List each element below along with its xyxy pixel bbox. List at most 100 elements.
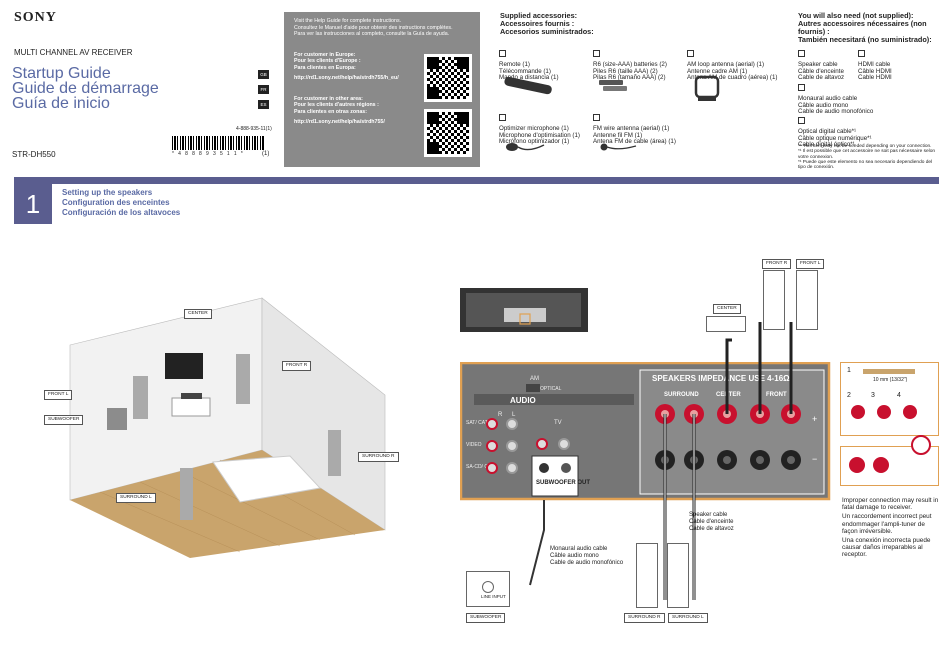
- other-heading-fr: Pour les clients d'autres régions :: [294, 102, 379, 108]
- part-number: 4-888-935-11(1): [236, 126, 272, 132]
- microphone-icon: [506, 143, 545, 151]
- diagram-label-center: CENTER: [713, 304, 741, 314]
- help-guide-box: Visit the Help Guide for complete instru…: [284, 12, 480, 167]
- audio-l-label: L: [512, 412, 516, 418]
- surround-l-speaker-icon: [180, 468, 193, 520]
- checkbox-icon[interactable]: [798, 117, 805, 124]
- video-label: VIDEO: [466, 442, 482, 448]
- speaker-cable-caption: Speaker cable Câble d'enceinte Cable de …: [689, 512, 734, 532]
- diagram-label-surround-l: SURROUND L: [668, 613, 708, 623]
- sa-cd-label: SA-CD/ CD: [466, 464, 492, 470]
- audio-label: AUDIO: [510, 396, 536, 405]
- product-type: MULTI CHANNEL AV RECEIVER: [14, 48, 133, 57]
- audio-r-label: R: [498, 412, 503, 418]
- needed-footnotes: *¹ This item may not be needed depending…: [798, 144, 936, 171]
- prohibited-icon: [911, 435, 931, 455]
- help-intro-es: Para ver las instrucciones al completo, …: [294, 31, 450, 37]
- checkbox-icon[interactable]: [858, 50, 865, 57]
- checkbox-icon[interactable]: [499, 114, 506, 121]
- line-input-label: LINE INPUT: [481, 594, 506, 599]
- wire-prep-box: 1 10 mm (13/32") 2 3 4: [840, 362, 939, 436]
- checkbox-icon[interactable]: [593, 50, 600, 57]
- help-intro-fr: Consultez le Manuel d'aide pour obtenir …: [294, 24, 453, 31]
- improper-connection-box: [840, 435, 939, 486]
- tv-icon: [165, 353, 203, 379]
- remote-icon: [504, 76, 552, 95]
- accessory-am-antenna: AM loop antenna (aerial) (1) Antenne cad…: [687, 44, 787, 82]
- other-heading-es: Para clientes en otras zonas:: [294, 108, 368, 115]
- front-l-speaker-icon: [133, 376, 148, 419]
- terminal-insert-icon: [877, 405, 891, 419]
- checkbox-icon[interactable]: [593, 114, 600, 121]
- diagram-label-front-r: FRONT R: [762, 259, 792, 269]
- wire-step-2: 2: [847, 392, 851, 399]
- checkbox-icon[interactable]: [798, 50, 805, 57]
- front-r-speaker-icon: [236, 354, 250, 404]
- accessory-batteries: R6 (size-AAA) batteries (2) Piles R6 (ta…: [593, 44, 685, 82]
- needed-hdmi-cable: HDMI cable Câble HDMI Cable HDMI: [858, 44, 938, 82]
- sofa-icon: [212, 455, 321, 503]
- tv-stand: [171, 397, 211, 417]
- accessory-remote: Remote (1) Télécommande (1) Mando a dist…: [499, 44, 589, 82]
- speaker-wires: [529, 322, 793, 600]
- lang-badge-es: ES: [258, 100, 269, 109]
- step-bar: [14, 177, 939, 184]
- barcode: [172, 136, 264, 150]
- title-es: Guía de inicio: [12, 95, 110, 112]
- subwoofer-out-label: SUBWOOFER OUT: [536, 480, 590, 486]
- room-label-center: CENTER: [184, 309, 212, 319]
- diagram-label-front-l: FRONT L: [796, 259, 825, 269]
- help-intro-en: Visit the Help Guide for complete instru…: [294, 18, 402, 24]
- step-number: 1: [14, 184, 52, 224]
- center-speaker-box: [706, 316, 746, 332]
- barcode-number: * 4 8 8 8 9 3 5 1 1 *: [172, 151, 245, 157]
- terminal-tighten-icon: [903, 405, 917, 419]
- front-r-speaker-box: [763, 270, 785, 330]
- surround-r-speaker-box: [636, 543, 658, 608]
- floor: [70, 450, 385, 558]
- am-label: AM: [530, 376, 539, 382]
- room-label-surround-l: SURROUND L: [116, 493, 156, 503]
- strip-length: 10 mm (13/32"): [873, 377, 908, 383]
- room-label-front-r: FRONT R: [282, 361, 312, 371]
- needed-heading: You will also need (not supplied): Autre…: [798, 11, 932, 44]
- europe-heading-es: Para clientes en Europa:: [294, 64, 356, 71]
- europe-heading-fr: Pour les clients d'Europe :: [294, 58, 361, 64]
- revision: (1): [262, 151, 270, 157]
- checkbox-icon[interactable]: [687, 50, 694, 57]
- title-en: Startup Guide: [12, 65, 111, 82]
- other-heading-en: For customer in other area:: [294, 95, 363, 102]
- wire-step-1: 1: [847, 367, 851, 374]
- model-number: STR-DH550: [12, 150, 56, 159]
- terminal-loosen-icon: [851, 405, 865, 419]
- wrong-terminal-icon-2: [873, 457, 889, 473]
- surround-l-speaker-box: [667, 543, 689, 608]
- qr-code-other[interactable]: [424, 109, 472, 157]
- accessory-fm-antenna: FM wire antenna (aerial) (1) Antenne fil…: [593, 108, 689, 146]
- supplied-heading: Supplied accessories: Accessoires fourni…: [500, 11, 594, 36]
- lang-badge-fr: FR: [258, 85, 269, 94]
- checkbox-icon[interactable]: [499, 50, 506, 57]
- other-url[interactable]: http://rd1.sony.net/help/ha/strdh755/: [294, 119, 385, 125]
- needed-speaker-cable: Speaker cable Câble d'enceinte Cable de …: [798, 44, 856, 82]
- warning-text: Improper connection may result in fatal …: [842, 497, 939, 559]
- surround-label: SURROUND: [664, 392, 699, 398]
- diagram-label-surround-r: SURROUND R: [624, 613, 665, 623]
- qr-code-europe[interactable]: [424, 54, 472, 102]
- center-label: CENTER: [716, 392, 741, 398]
- am-loop-antenna-icon: [694, 75, 720, 101]
- wrong-terminal-icon-1: [849, 457, 865, 473]
- minus-label: −: [812, 454, 817, 464]
- room-label-front-l: FRONT L: [44, 390, 73, 400]
- speakers-impedance-label: SPEAKERS IMPEDANCE USE 4-16Ω: [652, 374, 790, 383]
- mono-cable-caption: Monaural audio cable Câble audio mono Ca…: [550, 546, 624, 566]
- checkbox-icon[interactable]: [798, 84, 805, 91]
- lang-badge-gb: GB: [258, 70, 269, 79]
- room-label-subwoofer: SUBWOOFER: [44, 415, 84, 425]
- europe-url[interactable]: http://rd1.sony.net/help/ha/strdh755/h_e…: [294, 75, 399, 81]
- needed-mono-cable: Monaural audio cable Câble audio mono Ca…: [798, 78, 938, 116]
- tv-label: TV: [554, 420, 562, 426]
- mono-cable-wire: [529, 500, 545, 586]
- rca-jacks: [486, 418, 570, 474]
- front-label: FRONT: [766, 392, 787, 398]
